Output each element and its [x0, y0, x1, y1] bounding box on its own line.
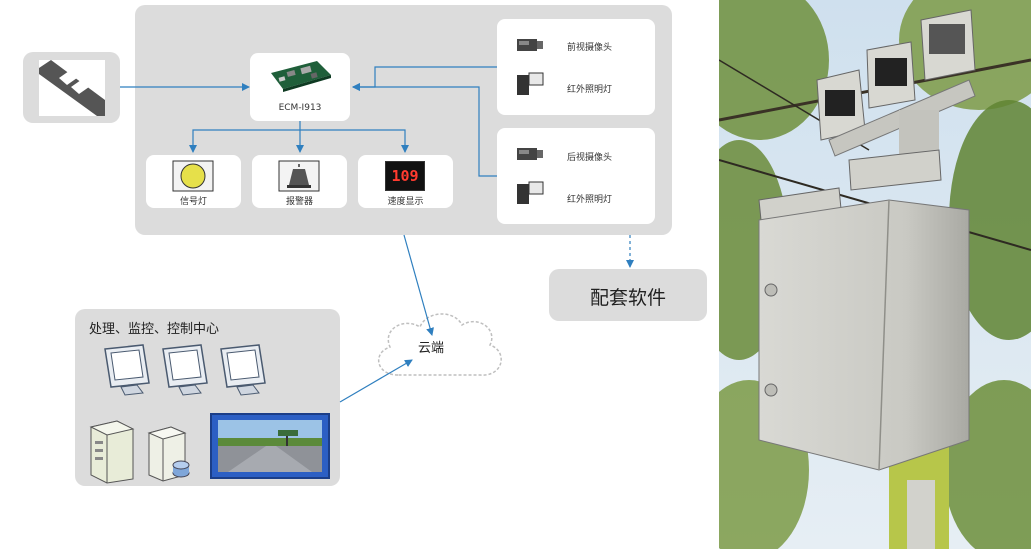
- control-center-title: 处理、监控、控制中心: [89, 322, 220, 337]
- speed-display-card: 109 速度显示: [358, 155, 453, 208]
- monitor-icon: [220, 344, 266, 396]
- front-ir-light-label: 红外照明灯: [567, 85, 613, 95]
- speed-display-screen: 109: [385, 161, 425, 191]
- rear-ir-light-label: 红外照明灯: [567, 195, 613, 205]
- rear-camera-group: 后视摄像头 红外照明灯: [497, 128, 655, 224]
- signal-light-label: 信号灯: [179, 197, 207, 207]
- alarm-siren-icon: [278, 160, 320, 192]
- motherboard-icon: [271, 61, 331, 92]
- server-icon: [89, 420, 135, 484]
- board-card: ECM-I913: [250, 53, 350, 121]
- video-monitor-screen: [210, 413, 330, 479]
- software-box: 配套软件: [549, 269, 707, 321]
- software-label: 配套软件: [589, 287, 666, 309]
- camera-icon: [517, 148, 543, 160]
- cloud-label: 云端: [418, 341, 445, 356]
- alarm-card: 报警器: [252, 155, 347, 208]
- equipment-photo: [719, 0, 1031, 549]
- ir-light-icon: [517, 181, 544, 204]
- board-label: ECM-I913: [278, 103, 322, 113]
- control-center-panel: 处理、监控、控制中心: [75, 309, 340, 486]
- server-icon: [147, 426, 190, 482]
- alarm-label: 报警器: [285, 197, 313, 207]
- monitor-icon: [162, 344, 208, 396]
- equipment-photo-image: [719, 0, 1031, 549]
- loop-sensor-panel: [23, 52, 120, 123]
- ir-light-icon: [517, 72, 544, 95]
- monitor-icon: [104, 344, 150, 396]
- road-sensor-icon: [39, 60, 105, 116]
- front-camera-label: 前视摄像头: [567, 43, 613, 53]
- signal-light-card: 信号灯: [146, 155, 241, 208]
- camera-icon: [517, 39, 543, 51]
- road-scene-image: [218, 420, 322, 472]
- rear-camera-label: 后视摄像头: [567, 153, 613, 163]
- speed-display-label: 速度显示: [387, 197, 424, 207]
- speed-value: 109: [391, 167, 419, 185]
- front-camera-group: 前视摄像头 红外照明灯: [497, 19, 655, 115]
- signal-light-icon: [172, 160, 214, 192]
